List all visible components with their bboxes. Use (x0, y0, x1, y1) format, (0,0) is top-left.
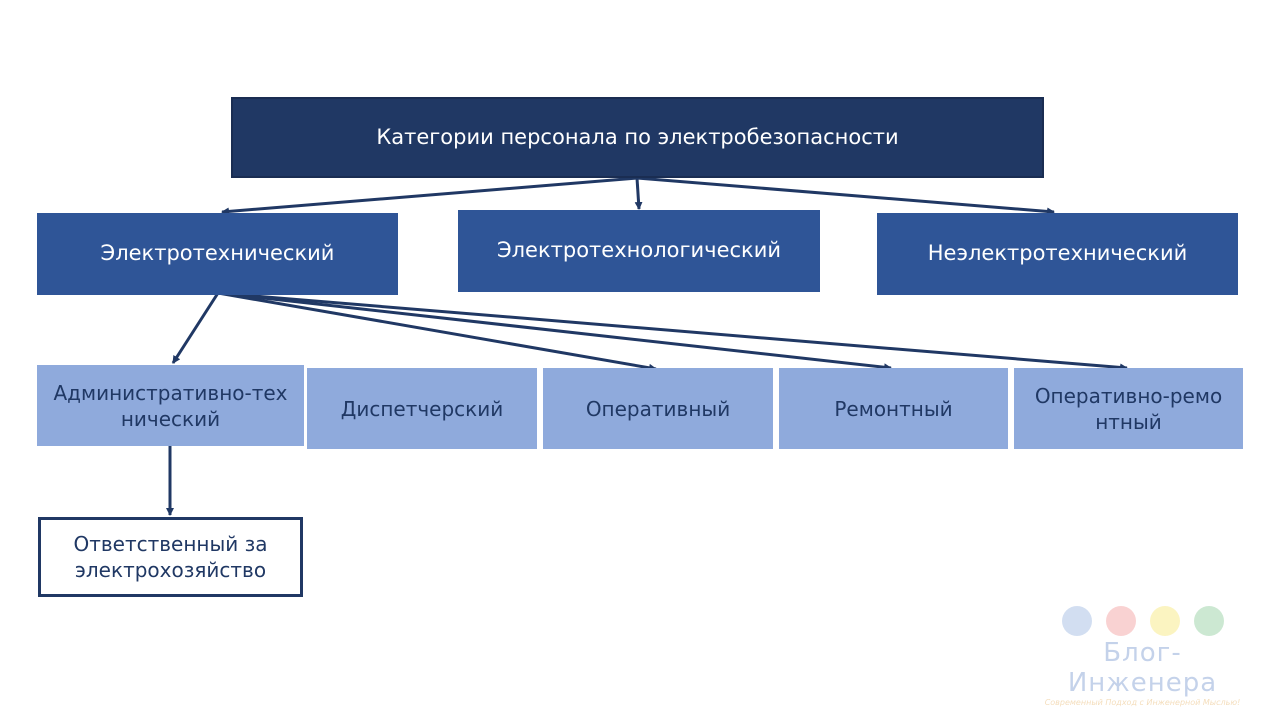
face-icon (1105, 606, 1136, 636)
root-category-box: Категории персонала по электробезопаснос… (231, 97, 1044, 178)
label: Электротехнологический (496, 238, 782, 263)
face-icon (1061, 606, 1092, 636)
label: Оперативно-ремонтный (1034, 383, 1223, 434)
box-administrative-technical: Административно-технический (37, 365, 304, 446)
box-operative-repair: Оперативно-ремонтный (1014, 368, 1243, 449)
label: Ремонтный (834, 396, 953, 421)
face-icon (1193, 606, 1224, 636)
arrow-root-to-nonelectrotechnical (636, 176, 1055, 216)
box-nonelectrotechnical: Неэлектротехнический (877, 213, 1238, 295)
watermark-subtitle: Современный Подход с Инженерной Мыслью! (1044, 698, 1241, 707)
face-icon (1149, 606, 1180, 636)
box-operative: Оперативный (543, 368, 773, 449)
arrow-to-administrative (171, 292, 220, 364)
box-repair: Ремонтный (779, 368, 1008, 449)
box-electrotechnological: Электротехнологический (458, 210, 820, 292)
arrow-root-to-electrotechnological (634, 177, 643, 210)
root-label: Категории персонала по электробезопаснос… (376, 124, 899, 149)
label: Оперативный (585, 396, 731, 421)
watermark-title: Блог-Инженера (1067, 638, 1218, 698)
arrow-to-operative (217, 291, 657, 372)
label: Неэлектротехнический (927, 241, 1188, 266)
arrow-root-to-electrotechnical (221, 176, 638, 216)
arrow-to-repair (217, 291, 892, 372)
arrow-to-operative-repair (217, 291, 1128, 372)
label: Электротехнический (100, 241, 335, 266)
box-electrotechnical: Электротехнический (37, 213, 398, 295)
label: Диспетчерский (340, 396, 504, 421)
label: Административно-технический (53, 380, 288, 431)
box-responsible-electrical: Ответственный за электрохозяйство (38, 517, 303, 597)
watermark-logo: Блог-Инженера Современный Подход с Инжен… (1030, 606, 1255, 707)
label: Ответственный за электрохозяйство (73, 532, 268, 582)
box-dispatcher: Диспетчерский (307, 368, 537, 449)
